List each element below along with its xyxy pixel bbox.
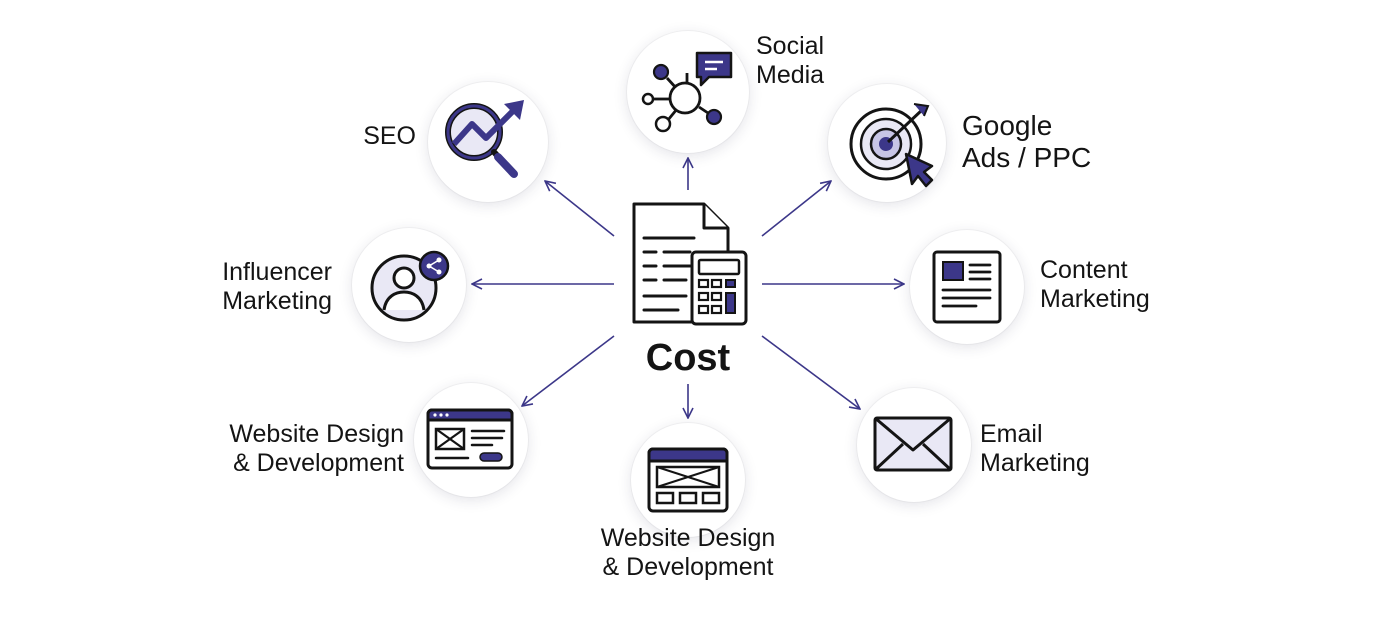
envelope-icon: [873, 416, 953, 472]
label-influencer: Influencer Marketing: [222, 258, 332, 315]
magnifier-trend-icon: [445, 100, 524, 178]
arrow-to-google-ads: [761, 181, 831, 237]
article-document-icon: [932, 250, 1002, 324]
label-social-media: Social Media: [756, 32, 825, 89]
label-email: Email Marketing: [980, 420, 1090, 477]
user-share-icon: [370, 250, 450, 322]
network-chat-icon: [641, 51, 733, 133]
label-google-ads: Google Ads / PPC: [962, 110, 1092, 173]
label-web-design-bottom: Website Design & Development: [600, 524, 776, 581]
node-web-design-left: [414, 383, 528, 497]
node-content: [910, 230, 1024, 344]
node-web-design-bottom: [631, 423, 745, 537]
node-influencer: [352, 228, 466, 342]
invoice-calculator-icon: [628, 200, 752, 330]
node-google-ads: [828, 84, 946, 202]
label-web-design-left: Website Design & Development: [229, 420, 404, 477]
node-social-media: [627, 31, 749, 153]
node-seo: [428, 82, 548, 202]
browser-layout-icon: [426, 408, 514, 470]
target-cursor-icon: [849, 103, 934, 188]
browser-wireframe-icon: [647, 447, 729, 513]
arrow-to-seo: [545, 181, 615, 237]
arrow-to-web-design-left: [522, 335, 615, 406]
arrow-to-email: [761, 335, 860, 409]
label-content: Content Marketing: [1040, 256, 1150, 313]
node-email: [857, 388, 971, 502]
label-seo: SEO: [363, 122, 416, 150]
hub-title: Cost: [645, 337, 731, 379]
